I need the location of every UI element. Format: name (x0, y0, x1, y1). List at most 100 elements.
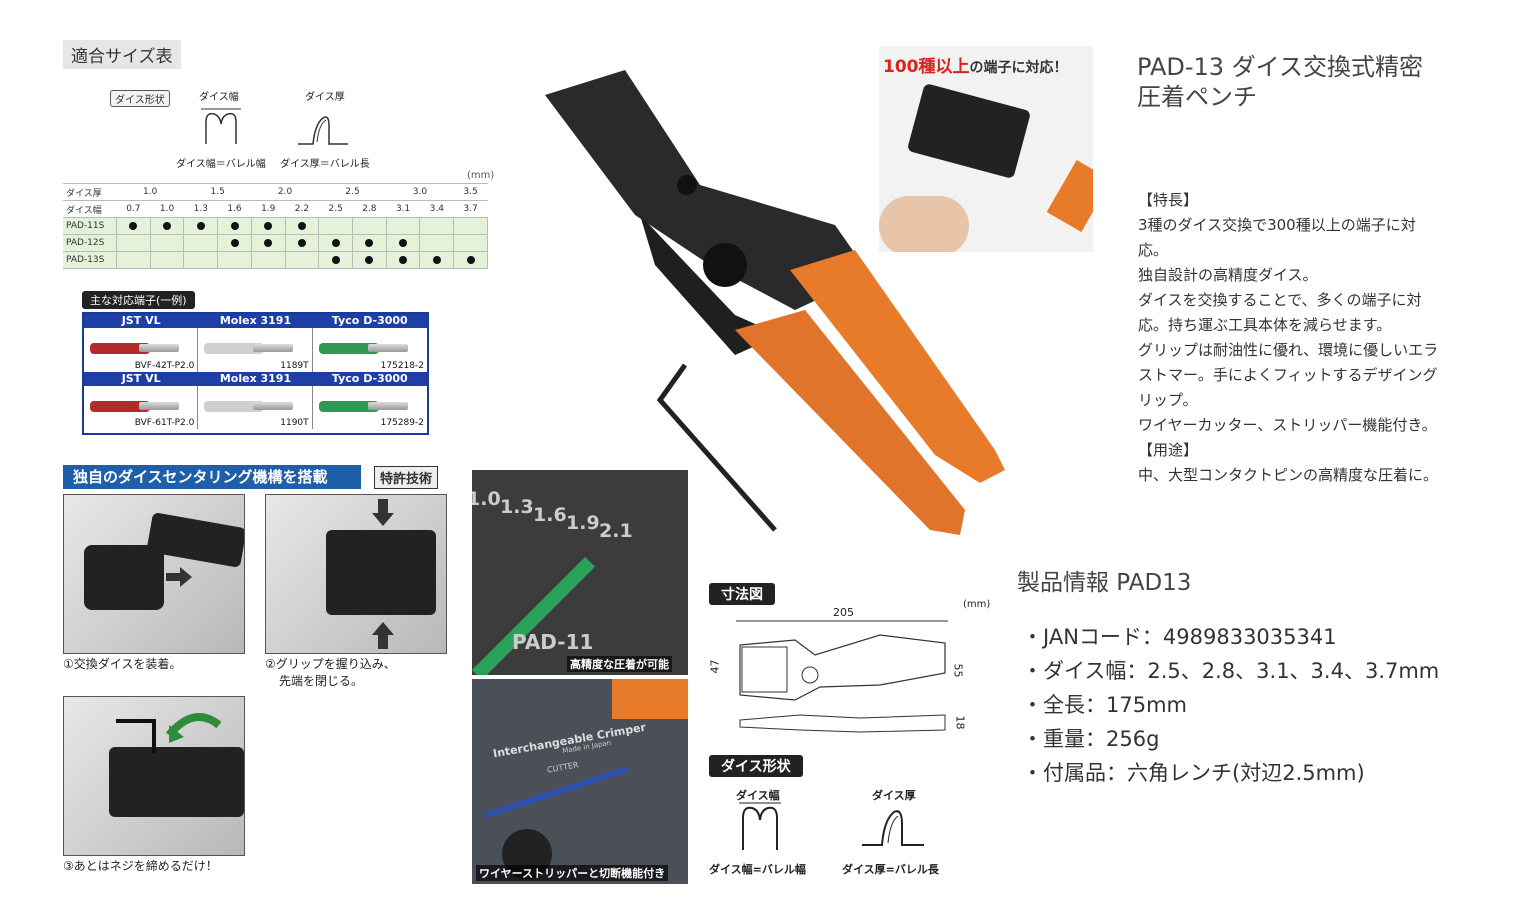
thickness-cell: 3.0 (386, 183, 454, 201)
die-thickness-label: ダイス厚 (305, 92, 345, 103)
die-width-diagram-2 (739, 802, 781, 850)
arrow-down-icon (372, 499, 394, 526)
cutter-text: CUTTER (546, 760, 580, 775)
compat-dot (365, 238, 374, 247)
compat-cell (318, 217, 354, 235)
terminal-code: 175289-2 (380, 418, 424, 428)
terminal-pin-image (253, 402, 294, 410)
compat-cell (419, 251, 455, 269)
terminal-header: Tyco D-3000 (312, 314, 427, 328)
terminal-pin-image (139, 344, 179, 352)
terminal-pin-image (253, 344, 294, 352)
info-weight: ・重量：256g (1022, 727, 1160, 751)
info-die-width: ・ダイス幅：2.5、2.8、3.1、3.4、3.7mm (1022, 659, 1440, 683)
size-unit: (mm) (467, 170, 495, 181)
product-title: PAD-13 ダイス交換式精密 圧着ペンチ (1137, 52, 1423, 112)
feature-line: ストマー。手によくフィットするデザイング (1138, 366, 1438, 384)
die-shape-tag-2: ダイス形状 (709, 755, 803, 777)
closeup-caption: 高精度な圧着が可能 (567, 656, 672, 672)
terminals-grid: JST VL Molex 3191 Tyco D-3000 BVF-42T-P2… (82, 312, 429, 435)
model-row: PAD-12S (63, 234, 488, 252)
compat-dot (331, 238, 340, 247)
width-cell: 3.4 (419, 200, 454, 218)
compat-cell (183, 234, 219, 252)
terminal-cell: 1189T (198, 328, 313, 372)
terminal-cell: 175289-2 (312, 386, 427, 429)
feature-line: 【特長】 (1138, 191, 1199, 209)
width-cell: 1.0 (150, 200, 184, 218)
compat-cell (453, 234, 488, 252)
gray-wire-image (204, 401, 265, 412)
terminal-code: 175218-2 (380, 361, 424, 371)
thickness-cell: 3.5 (453, 183, 488, 201)
compat-cell (453, 251, 488, 269)
compat-cell (352, 217, 387, 235)
dimension-drawing (736, 620, 948, 733)
compat-dot (230, 238, 239, 247)
compat-dot (264, 238, 273, 247)
die-width-diagram (201, 108, 241, 144)
thickness-row: ダイス厚 1.0 1.5 2.0 2.5 3.0 3.5 (63, 183, 488, 201)
feature-line: 3種のダイス交換で300種以上の端子に対 (1138, 216, 1416, 234)
thickness-cell: 2.0 (251, 183, 319, 201)
gray-wire-image (204, 343, 265, 354)
feature-line: 独自設計の高精度ダイス。 (1138, 266, 1318, 284)
width-cell: 1.9 (251, 200, 286, 218)
terminal-code: BVF-42T-P2.0 (134, 361, 195, 371)
compat-cell (250, 234, 286, 252)
feature-line: 【用途】 (1138, 441, 1199, 459)
tool-engraving: Interchangeable Crimper (492, 720, 647, 761)
die-number: 1.0 (472, 488, 501, 510)
compat-cell (217, 251, 252, 269)
info-jan: ・JANコード：4989833035341 (1022, 625, 1337, 649)
width-cell: 2.2 (285, 200, 319, 218)
product-info-list: ・JANコード：4989833035341 ・ダイス幅：2.5、2.8、3.1、… (1022, 620, 1439, 790)
die-width-label-2: ダイス幅 (736, 789, 780, 802)
compat-cell (318, 251, 354, 269)
width-cell: 3.7 (453, 200, 488, 218)
terminals-tag: 主な対応端子(一例) (82, 291, 195, 309)
step1-photo (63, 494, 245, 654)
feature-line: ダイスを交換することで、多くの端子に対 (1138, 291, 1422, 309)
compat-cell (116, 251, 151, 269)
compat-dot (163, 221, 172, 230)
compat-dot (264, 221, 273, 230)
arrow-up-icon (372, 622, 394, 649)
feature-line: 応。 (1138, 241, 1169, 259)
crimper-head-image (326, 530, 436, 615)
terminal-header: Molex 3191 (198, 372, 313, 386)
feature-line: 中、大型コンタクトピンの高精度な圧着に。 (1138, 466, 1439, 484)
model-name: PAD-13S (63, 251, 117, 269)
terminal-cell: BVF-61T-P2.0 (84, 386, 199, 429)
crimper-head-image (109, 747, 244, 817)
terminal-code: 1190T (280, 418, 309, 428)
100-types-banner: 100種以上の端子に対応！ (883, 52, 1068, 77)
dimensions-tag: 寸法図 (709, 583, 775, 605)
100-types-emphasis: 100種以上 (883, 57, 970, 77)
width-cell: 3.1 (386, 200, 420, 218)
terminal-header: JST VL (84, 372, 199, 386)
width-row: ダイス幅 0.7 1.0 1.3 1.6 1.9 2.2 2.5 2.8 3.1… (63, 200, 488, 218)
row-label-thickness: ダイス厚 (63, 183, 117, 201)
step2-caption-line2: 先端を閉じる。 (279, 674, 364, 688)
compat-cell (385, 234, 421, 252)
terminal-cell: 1190T (198, 386, 313, 429)
compat-dot (399, 255, 408, 264)
model-name: PAD-11S (63, 217, 117, 235)
red-wire-image (90, 401, 150, 412)
compat-dot (196, 221, 205, 230)
die-number: 1.6 (533, 504, 567, 526)
info-accessory: ・付属品：六角レンチ(対辺2.5mm) (1022, 761, 1365, 785)
green-wire-image (318, 401, 379, 412)
step3-photo (63, 696, 245, 856)
step3-caption: ③あとはネジを締めるだけ！ (63, 859, 218, 873)
compat-cell (284, 234, 320, 252)
centering-banner: 独自のダイスセンタリング機構を搭載 (63, 465, 361, 489)
die-thickness-caption: ダイス厚＝バレル長 (280, 159, 370, 170)
compat-cell (284, 217, 320, 235)
size-table: ダイス厚 1.0 1.5 2.0 2.5 3.0 3.5 ダイス幅 0.7 1.… (63, 183, 488, 269)
compat-cell (149, 251, 185, 269)
compat-dot (297, 221, 306, 230)
dimensions-unit: (mm) (963, 599, 991, 610)
die-thickness-label-2: ダイス厚 (872, 789, 916, 802)
